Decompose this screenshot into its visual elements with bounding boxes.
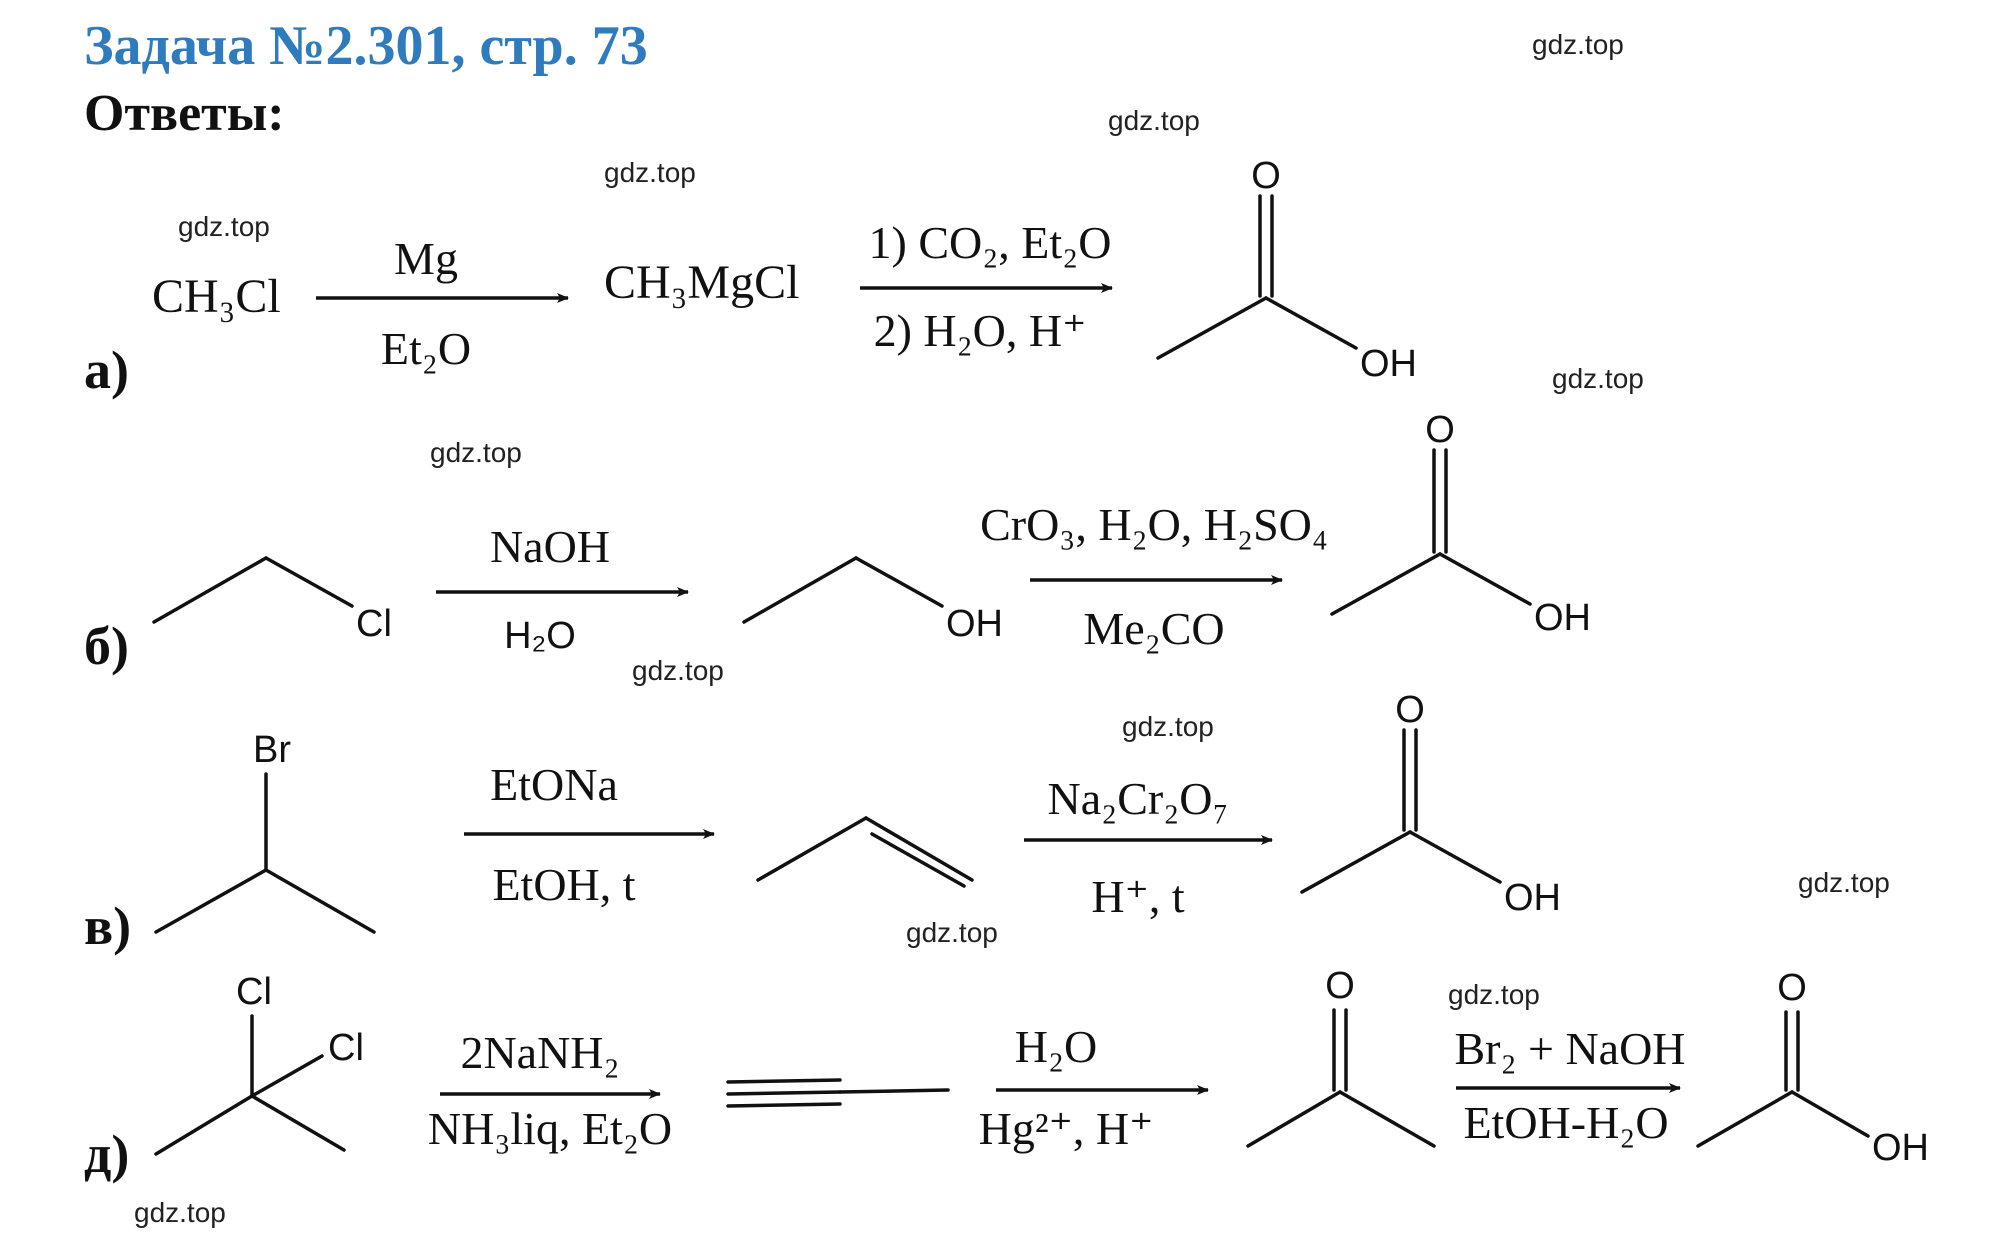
row-label: а) [84,340,129,400]
arrow-bottom-condition: EtOH, t [492,859,635,910]
bond [1790,1090,1870,1138]
bond [1696,1090,1794,1148]
oxygen-atom: O [1325,965,1355,1007]
bond [756,816,868,882]
watermark: gdz.top [1532,29,1624,60]
acetic-acid-structure: O OH [1330,409,1591,639]
row-label: д) [84,1124,129,1184]
row-label: б) [84,616,129,676]
intermediate-formula: CH₃MgCl [604,256,799,309]
bond [1156,296,1268,360]
arrow-top-condition: 1) CO₂, Et₂O [869,217,1112,268]
watermark: gdz.top [178,211,270,242]
reaction-row-c: в) Br EtONa EtOH, t Na₂Cr₂O₇ H⁺, t O OH [84,689,1561,956]
bond [726,1090,842,1096]
acetone-structure: O [1246,965,1436,1148]
reaction-row-b: б) Cl NaOH H₂O OH CrO₃, H₂O, H₂SO₄ Me₂CO… [84,409,1591,676]
bond [726,1102,842,1108]
chloroethane-structure: Cl [152,556,392,645]
watermark: gdz.top [1448,979,1540,1010]
watermark: gdz.top [1122,711,1214,742]
watermark: gdz.top [430,437,522,468]
bond [864,816,974,882]
bond [1338,1090,1436,1148]
bond [1408,830,1502,884]
arrow-bottom-condition: Me₂CO [1083,603,1224,654]
bromine-atom: Br [253,729,291,771]
chlorine-atom: Cl [328,1027,364,1069]
arrow-top-condition: EtONa [490,759,618,810]
bond [264,868,376,934]
bond [870,832,966,888]
chlorine-atom: Cl [236,971,272,1013]
bond [838,1088,950,1094]
arrow-bottom-condition: H₂O [504,615,576,657]
arrow-top-condition: NaOH [490,521,610,572]
acetic-acid-structure: O OH [1696,967,1929,1169]
arrow-bottom-condition: Et₂O [381,323,471,374]
watermark: gdz.top [604,157,696,188]
oxygen-atom: O [1425,409,1455,451]
arrow-bottom-condition: H⁺, t [1091,871,1185,922]
watermark: gdz.top [632,655,724,686]
bond [152,556,268,624]
bond [154,868,268,934]
hydroxyl-group: OH [1504,877,1561,919]
chlorine-atom: Cl [356,603,392,645]
arrow-bottom-condition: NH₃liq, Et₂O [428,1103,672,1154]
bond [854,556,944,608]
watermark: gdz.top [1108,105,1200,136]
acetic-acid-structure: O OH [1300,689,1561,919]
bond [250,1094,346,1152]
ethanol-structure: OH [742,556,1003,645]
hydroxyl-group: OH [946,603,1003,645]
page-title: Задача №2.301, стр. 73 [84,15,648,77]
watermark: gdz.top [906,917,998,948]
arrow-bottom-condition: 2) H₂O, H⁺ [874,305,1087,356]
hydroxyl-group: OH [1872,1127,1929,1169]
bond [264,556,354,608]
propene-structure [756,816,974,888]
watermarks: gdz.top gdz.top gdz.top gdz.top gdz.top … [134,29,1890,1228]
arrow-bottom-condition: EtOH-H₂O [1463,1097,1668,1148]
hydroxyl-group: OH [1534,597,1591,639]
arrow-top-condition: Br₂ + NaOH [1454,1023,1685,1074]
bond [742,556,858,624]
watermark: gdz.top [134,1197,226,1228]
dichloropropane-structure: Cl Cl [154,971,364,1156]
acetic-acid-structure: O OH [1156,155,1417,385]
arrow-top-condition: H₂O [1015,1021,1097,1072]
reaction-row-a: а) CH₃Cl Mg Et₂O CH₃MgCl 1) CO₂, Et₂O 2)… [84,155,1417,400]
answers-heading: Ответы: [84,85,285,142]
arrow-top-condition: Mg [394,233,458,284]
arrow-top-condition: CrO₃, H₂O, H₂SO₄ [980,499,1328,550]
bond [726,1078,842,1084]
bond [1438,552,1532,606]
arrow-bottom-condition: Hg²⁺, H⁺ [979,1103,1154,1154]
watermark: gdz.top [1798,867,1890,898]
oxygen-atom: O [1777,967,1807,1009]
bond [154,1094,254,1156]
bond [1246,1090,1342,1148]
oxygen-atom: O [1251,155,1281,197]
arrow-top-condition: 2NaNH₂ [460,1027,619,1078]
hydroxyl-group: OH [1360,343,1417,385]
bond [1330,552,1442,616]
reagent-formula: CH₃Cl [152,270,281,323]
row-label: в) [84,896,131,956]
arrow-top-condition: Na₂Cr₂O₇ [1048,773,1229,824]
bond [250,1054,324,1098]
bond [1300,830,1412,894]
propyne-structure [726,1078,950,1108]
oxygen-atom: O [1395,689,1425,731]
reaction-row-d: д) Cl Cl 2NaNH₂ NH₃liq, Et₂O H₂O Hg²⁺, H… [84,965,1929,1184]
bromopropane-structure: Br [154,729,376,934]
watermark: gdz.top [1552,363,1644,394]
bond [1264,296,1358,350]
